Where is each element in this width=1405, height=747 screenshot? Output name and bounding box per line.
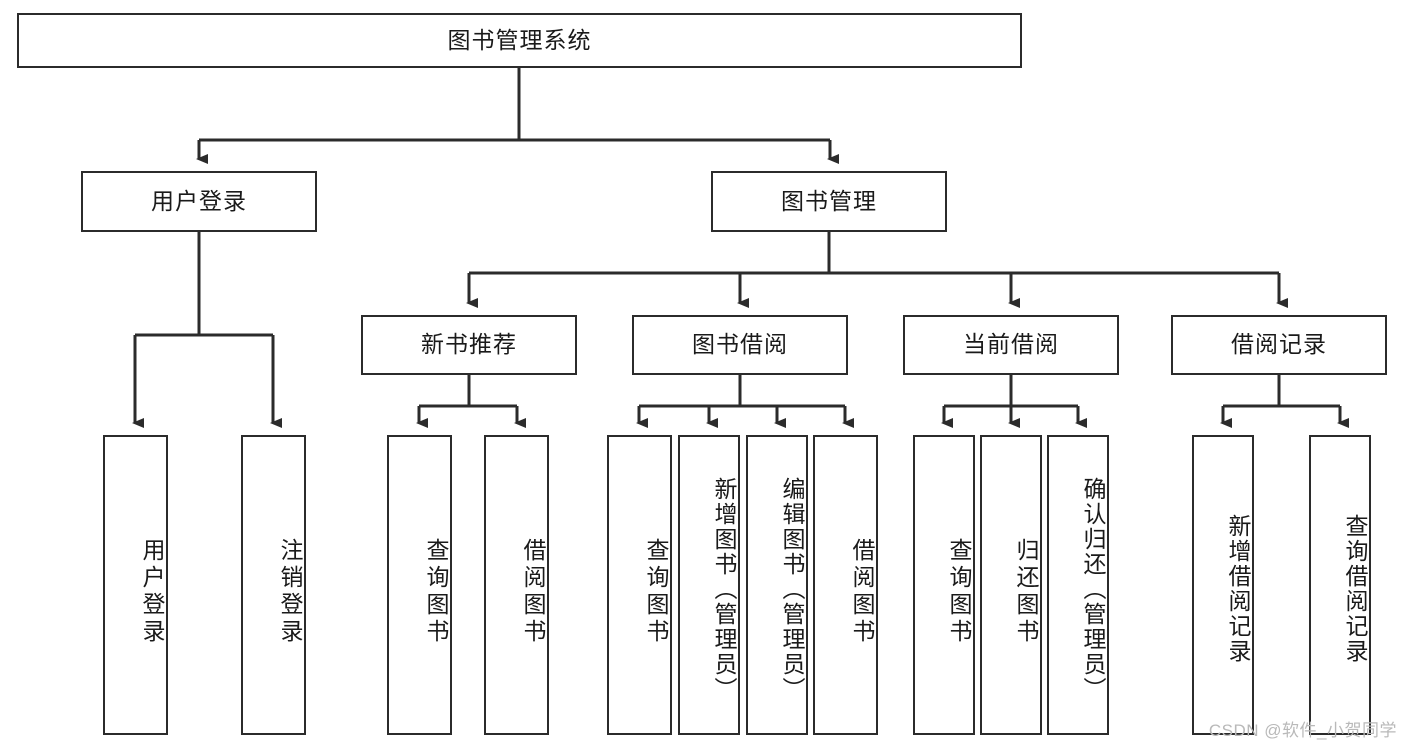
node-current-borrow-label: 当前借阅 (963, 331, 1059, 358)
node-current-borrow[interactable]: 当前借阅 (903, 315, 1119, 375)
node-leaf-add-book-label: 新增图书（管理员） (711, 476, 737, 702)
node-leaf-query-book-2[interactable]: 查询图书 (607, 435, 672, 735)
node-new-book-rec[interactable]: 新书推荐 (361, 315, 577, 375)
node-leaf-query-book-1-label: 查询图书 (423, 538, 449, 646)
node-leaf-add-record-label: 新增借阅记录 (1225, 514, 1251, 664)
node-leaf-query-record[interactable]: 查询借阅记录 (1309, 435, 1371, 735)
node-user-login-label: 用户登录 (151, 187, 247, 214)
node-borrow-record-label: 借阅记录 (1231, 331, 1327, 358)
node-new-book-rec-label: 新书推荐 (421, 331, 517, 358)
node-root-label: 图书管理系统 (447, 26, 592, 53)
node-book-manage[interactable]: 图书管理 (711, 171, 947, 232)
node-book-manage-label: 图书管理 (781, 187, 877, 214)
node-leaf-borrow-book-2-label: 借阅图书 (849, 538, 875, 646)
node-leaf-borrow-book-2[interactable]: 借阅图书 (813, 435, 878, 735)
node-leaf-user-logout-label: 注销登录 (277, 538, 303, 646)
watermark-text: CSDN @软件_小贺同学 (1208, 721, 1397, 740)
node-leaf-user-login-label: 用户登录 (139, 538, 165, 646)
node-borrow-record[interactable]: 借阅记录 (1171, 315, 1387, 375)
node-leaf-return-book[interactable]: 归还图书 (980, 435, 1042, 735)
node-leaf-borrow-book-1-label: 借阅图书 (520, 538, 546, 646)
node-leaf-user-login[interactable]: 用户登录 (103, 435, 168, 735)
node-leaf-query-book-2-label: 查询图书 (643, 538, 669, 646)
node-book-borrow[interactable]: 图书借阅 (632, 315, 848, 375)
node-leaf-edit-book-label: 编辑图书（管理员） (779, 476, 805, 702)
node-leaf-user-logout[interactable]: 注销登录 (241, 435, 306, 735)
node-root[interactable]: 图书管理系统 (17, 13, 1022, 68)
node-book-borrow-label: 图书借阅 (692, 331, 788, 358)
node-leaf-add-record[interactable]: 新增借阅记录 (1192, 435, 1254, 735)
node-leaf-query-book-1[interactable]: 查询图书 (387, 435, 452, 735)
node-leaf-return-book-label: 归还图书 (1013, 538, 1039, 646)
node-leaf-borrow-book-1[interactable]: 借阅图书 (484, 435, 549, 735)
node-leaf-confirm-return-label: 确认归还（管理员） (1080, 476, 1106, 702)
node-leaf-query-book-3-label: 查询图书 (946, 538, 972, 646)
node-leaf-add-book[interactable]: 新增图书（管理员） (678, 435, 740, 735)
node-leaf-edit-book[interactable]: 编辑图书（管理员） (746, 435, 808, 735)
node-leaf-query-record-label: 查询借阅记录 (1342, 514, 1368, 664)
node-leaf-confirm-return[interactable]: 确认归还（管理员） (1047, 435, 1109, 735)
node-leaf-query-book-3[interactable]: 查询图书 (913, 435, 975, 735)
node-user-login[interactable]: 用户登录 (81, 171, 317, 232)
